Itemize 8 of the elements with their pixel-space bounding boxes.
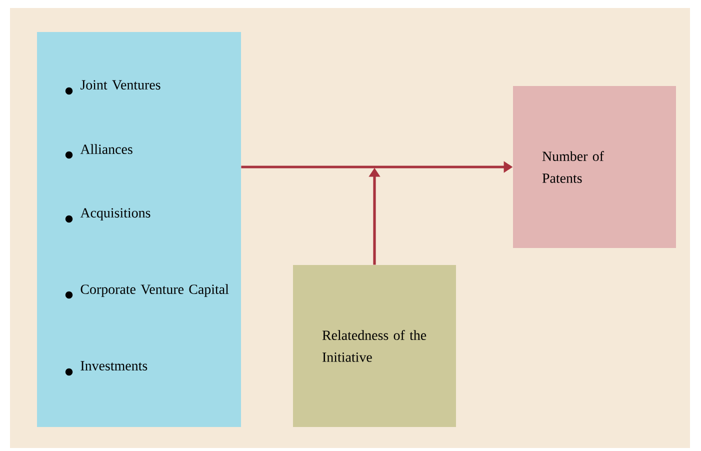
list-item: Joint Ventures	[80, 80, 160, 90]
text-box: Number of Patents	[513, 86, 676, 248]
list-item: Corporate Venture Capital	[80, 284, 229, 297]
list-item: Alliances	[80, 144, 132, 154]
list-box	[37, 32, 241, 427]
list-item: Acquisitions	[80, 208, 150, 220]
text-box: Relatedness of the Initiative	[293, 265, 456, 427]
list-item: Investments	[80, 361, 148, 370]
